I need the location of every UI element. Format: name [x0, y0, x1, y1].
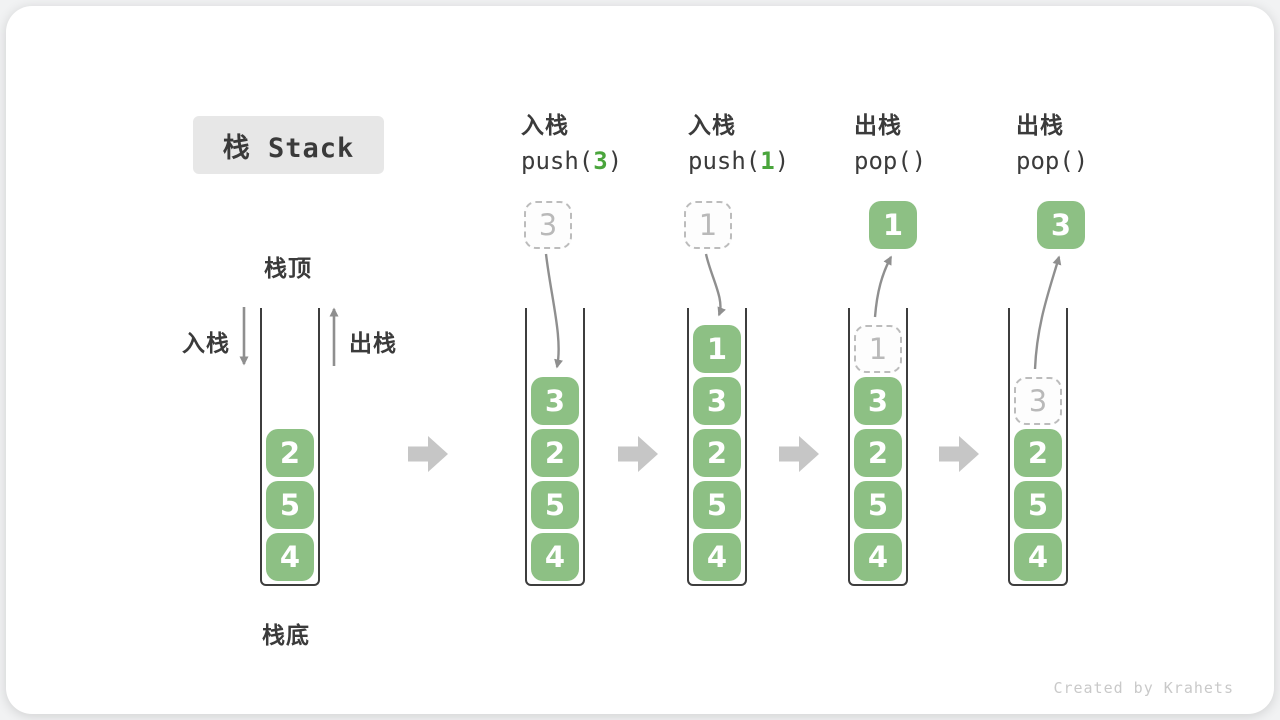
stack-cell: 4	[266, 533, 314, 581]
op-arg-value: 3	[593, 147, 608, 175]
ghost-cell: 1	[854, 325, 902, 373]
stack-cell: 4	[693, 533, 741, 581]
stack-cell: 4	[854, 533, 902, 581]
pop-direction-label: 出栈	[349, 331, 397, 357]
operand-box: 3	[524, 201, 572, 249]
op-code-text: )	[607, 147, 623, 175]
op-arg-value: 1	[760, 147, 775, 175]
op-label-line2: push(3)	[521, 143, 622, 179]
stack-cell: 5	[531, 481, 579, 529]
title-box: 栈 Stack	[193, 116, 384, 174]
op-label: 出栈 pop()	[854, 109, 926, 179]
op-label-line2: pop()	[854, 143, 926, 179]
ghost-cell: 3	[1014, 377, 1062, 425]
operand-box: 3	[1037, 201, 1085, 249]
stack-cell: 2	[266, 429, 314, 477]
stack-cell: 2	[854, 429, 902, 477]
op-code-text: push(	[521, 147, 594, 175]
step-arrow-icon	[408, 436, 448, 472]
stack-cell: 5	[1014, 481, 1062, 529]
page-title: 栈 Stack	[222, 132, 355, 164]
op-label-line1: 入栈	[521, 113, 569, 139]
op-label: 入栈 push(1)	[688, 109, 789, 179]
push-direction-label: 入栈	[182, 331, 230, 357]
stack-cell: 4	[1014, 533, 1062, 581]
stack-cell: 5	[854, 481, 902, 529]
stack-bottom-label: 栈底	[262, 623, 310, 649]
stack-cell: 3	[693, 377, 741, 425]
stack-cell: 2	[1014, 429, 1062, 477]
op-label: 出栈 pop()	[1016, 109, 1088, 179]
op-code-text: pop()	[1016, 147, 1089, 175]
operand-box: 1	[869, 201, 917, 249]
op-label-line2: push(1)	[688, 143, 789, 179]
operand-box: 1	[684, 201, 732, 249]
stack-cell: 4	[531, 533, 579, 581]
stack-cell: 2	[531, 429, 579, 477]
step-arrow-icon	[618, 436, 658, 472]
stack-cell: 1	[693, 325, 741, 373]
op-label-line1: 出栈	[854, 113, 902, 139]
step-arrow-icon	[939, 436, 979, 472]
stack-cell: 3	[854, 377, 902, 425]
op-code-text: push(	[688, 147, 761, 175]
credit-text: Created by Krahets	[1053, 679, 1234, 697]
op-label: 入栈 push(3)	[521, 109, 622, 179]
push-arrow	[704, 253, 726, 317]
stack-cell: 3	[531, 377, 579, 425]
stack-cell: 5	[266, 481, 314, 529]
op-label-line1: 出栈	[1016, 113, 1064, 139]
stack-top-label: 栈顶	[264, 256, 312, 282]
stack-cell: 5	[693, 481, 741, 529]
op-label-line1: 入栈	[688, 113, 736, 139]
op-code-text: )	[774, 147, 790, 175]
stack-cell: 2	[693, 429, 741, 477]
op-code-text: pop()	[854, 147, 927, 175]
op-label-line2: pop()	[1016, 143, 1088, 179]
step-arrow-icon	[779, 436, 819, 472]
